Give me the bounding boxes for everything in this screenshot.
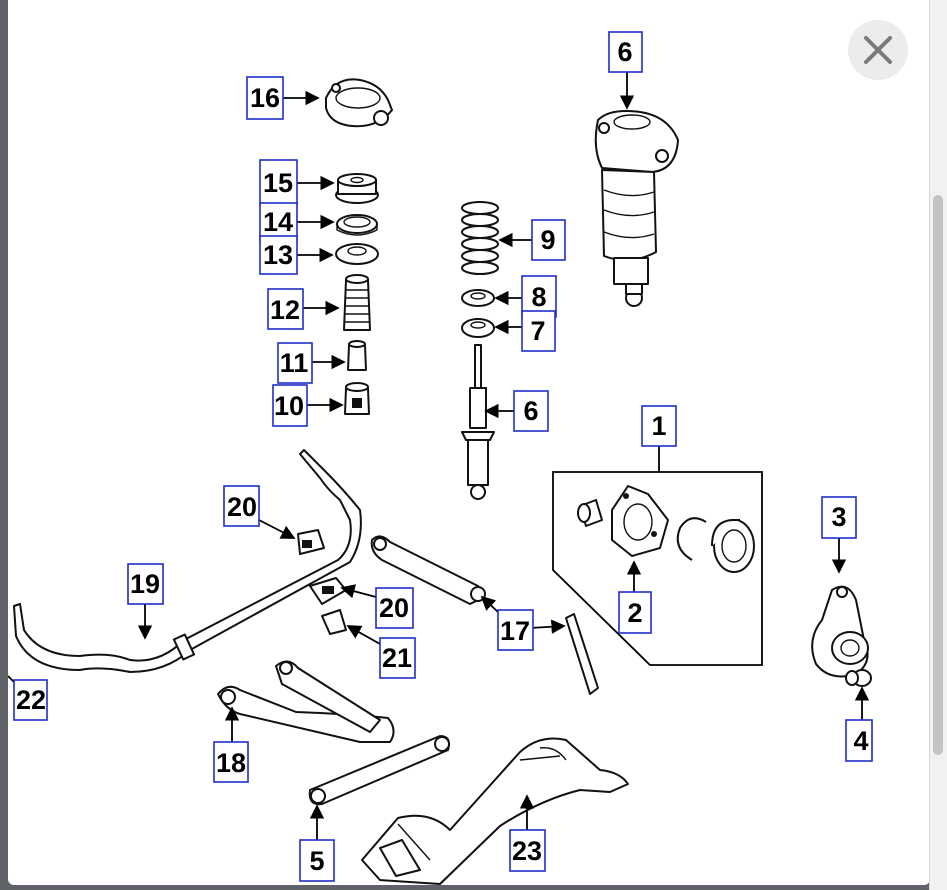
svg-text:12: 12: [270, 295, 300, 325]
svg-text:2: 2: [627, 598, 642, 628]
callout-15[interactable]: 15: [259, 159, 298, 206]
snap-ring-part: [676, 517, 707, 561]
svg-text:13: 13: [263, 240, 293, 270]
svg-text:6: 6: [523, 396, 538, 426]
svg-text:1: 1: [651, 411, 666, 441]
svg-text:4: 4: [853, 726, 868, 756]
svg-text:5: 5: [309, 846, 324, 876]
diagram-viewer: 16 15 14 13 12 11 10 9 8 7 6 6 1 2 3 4 5…: [8, 0, 930, 885]
upper-spring-pad-part: [461, 289, 495, 307]
stabilizer-bushing-top-part: [297, 529, 325, 555]
stabilizer-bar-part: [13, 449, 362, 673]
svg-text:23: 23: [512, 836, 542, 866]
close-button[interactable]: [848, 20, 908, 80]
callout-14[interactable]: 14: [259, 202, 298, 242]
callout-9[interactable]: 9: [531, 219, 566, 261]
bearing-ring-part: [336, 214, 378, 236]
knuckle-bushing-part: [845, 669, 872, 687]
callout-4[interactable]: 4: [845, 719, 873, 762]
callout-5[interactable]: 5: [299, 839, 335, 882]
svg-text:9: 9: [540, 225, 555, 255]
svg-text:20: 20: [227, 492, 257, 522]
callout-11[interactable]: 11: [277, 342, 313, 384]
svg-text:10: 10: [274, 391, 304, 421]
svg-text:7: 7: [530, 316, 545, 346]
rear-suspension-exploded-diagram: 16 15 14 13 12 11 10 9 8 7 6 6 1 2 3 4 5…: [8, 31, 873, 885]
callout-20-mid[interactable]: 20: [375, 587, 414, 629]
stabilizer-clamp-part: [321, 609, 347, 635]
svg-text:21: 21: [382, 643, 412, 673]
trailing-link-part: [308, 735, 450, 806]
callout-1[interactable]: 1: [641, 405, 677, 447]
svg-text:22: 22: [16, 685, 46, 715]
steering-knuckle-part: [811, 585, 869, 678]
callout-6-shock[interactable]: 6: [513, 390, 549, 432]
callout-21[interactable]: 21: [379, 637, 416, 679]
air-strut-part: [594, 110, 679, 307]
scrollbar-thumb[interactable]: [933, 195, 943, 755]
vertical-scrollbar[interactable]: [929, 0, 947, 890]
callout-19[interactable]: 19: [127, 563, 164, 605]
close-icon: [864, 36, 892, 64]
callout-16[interactable]: 16: [246, 76, 284, 120]
hub-bolt-part: [577, 499, 603, 527]
lower-spring-pad-part: [461, 318, 495, 338]
callout-10[interactable]: 10: [272, 384, 308, 427]
spring-seat-part: [335, 173, 379, 204]
callout-18[interactable]: 18: [213, 741, 249, 783]
callout-17[interactable]: 17: [497, 609, 534, 651]
callout-3[interactable]: 3: [821, 496, 857, 539]
toe-link-part: [565, 613, 599, 695]
upper-strut-mount: [325, 78, 393, 128]
bump-stop-part: [347, 340, 367, 371]
callout-13[interactable]: 13: [259, 235, 298, 275]
callout-20-top[interactable]: 20: [223, 485, 260, 527]
spring-isolator-part: [335, 243, 379, 265]
svg-text:15: 15: [263, 168, 293, 198]
dust-boot-part: [343, 274, 371, 331]
callout-12[interactable]: 12: [267, 288, 304, 330]
svg-text:19: 19: [130, 569, 160, 599]
wheel-bearing-part: [711, 519, 755, 573]
svg-text:6: 6: [617, 37, 632, 67]
callout-22[interactable]: 22: [13, 679, 48, 721]
svg-text:20: 20: [379, 593, 409, 623]
subframe-part: [361, 737, 629, 885]
leader-arrows: [8, 72, 870, 840]
shock-absorber-part: [461, 344, 495, 500]
wheel-hub-flange-part: [611, 485, 669, 557]
callout-23[interactable]: 23: [509, 829, 546, 872]
callout-8[interactable]: 8: [521, 275, 557, 318]
coil-spring-part: [461, 201, 499, 275]
svg-text:3: 3: [831, 502, 846, 532]
svg-text:11: 11: [280, 348, 309, 378]
svg-text:18: 18: [216, 748, 246, 778]
svg-text:17: 17: [500, 616, 530, 646]
strut-bushing-part: [344, 382, 370, 415]
hub-assembly-frame: [552, 446, 763, 666]
callout-6-air-strut[interactable]: 6: [608, 31, 643, 73]
svg-text:16: 16: [250, 83, 280, 113]
callout-7[interactable]: 7: [521, 310, 556, 352]
svg-text:14: 14: [263, 207, 293, 237]
lower-control-arm-part: [217, 660, 395, 743]
svg-text:8: 8: [531, 282, 546, 312]
callout-2[interactable]: 2: [618, 591, 652, 634]
